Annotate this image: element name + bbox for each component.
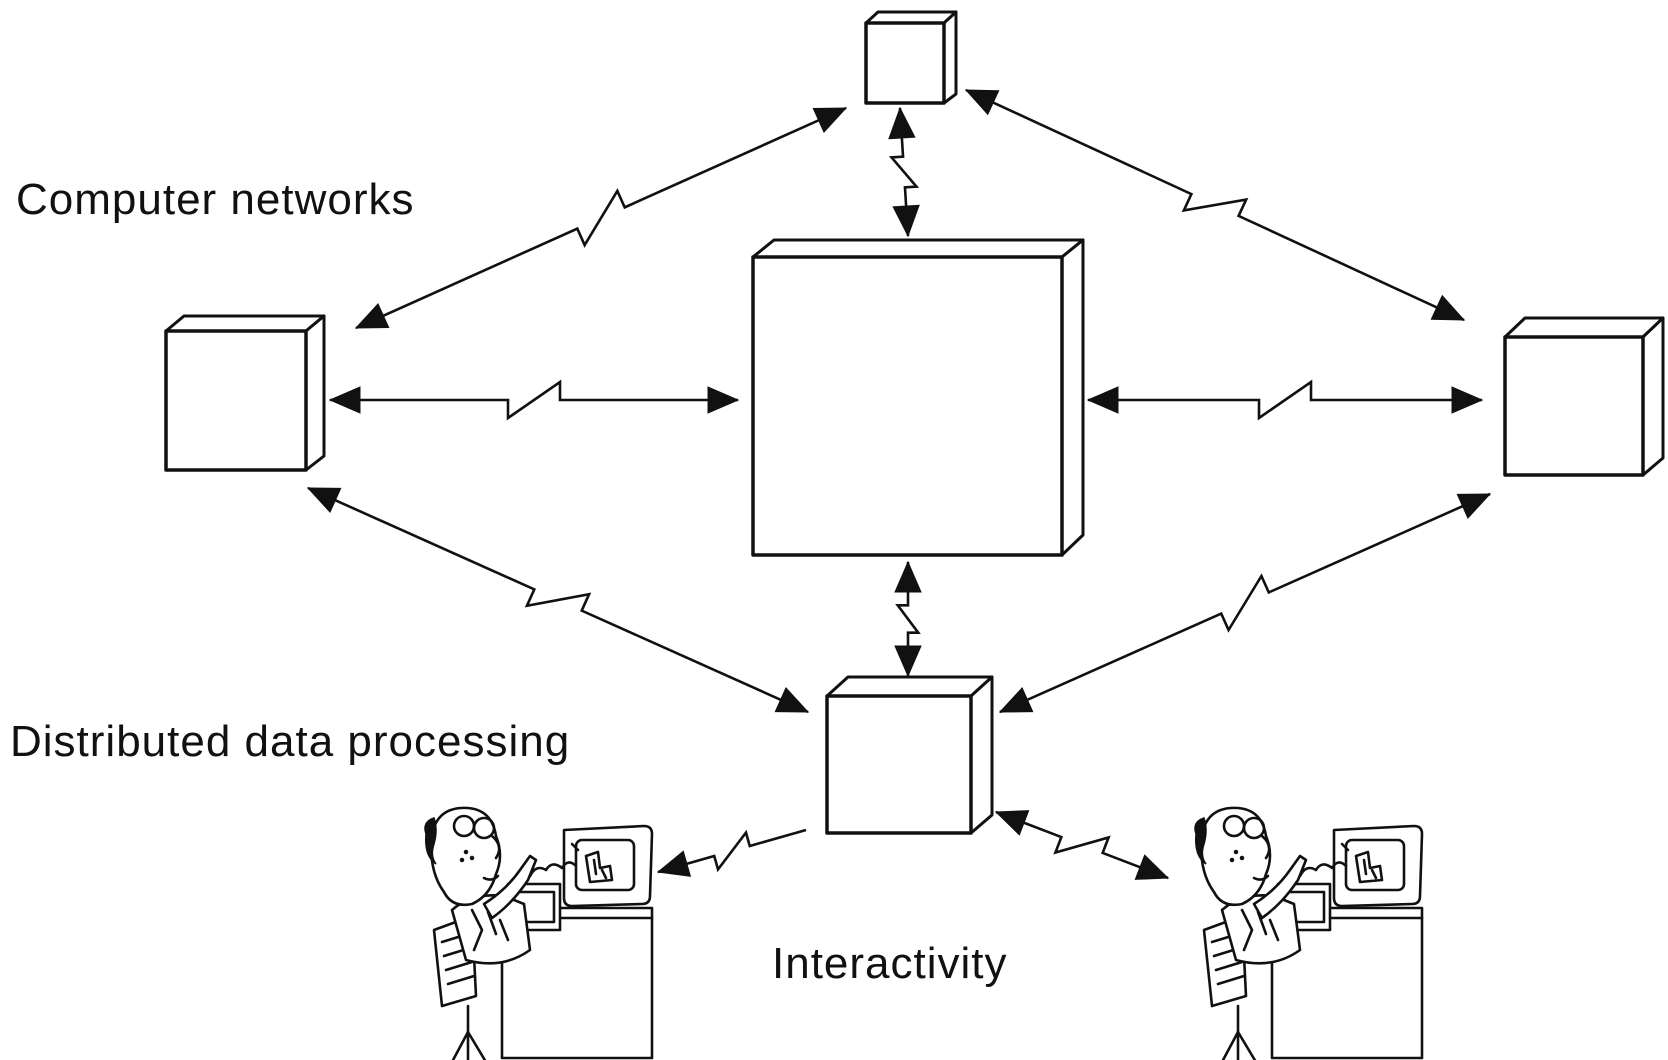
link-left-computer-to-bottom-computer	[306, 486, 810, 714]
link-left-computer-to-central-computer	[328, 379, 740, 421]
label-interactivity: Interactivity	[772, 939, 1008, 988]
link-central-computer-to-bottom-computer	[894, 560, 922, 678]
right-computer	[1503, 316, 1665, 477]
link-top-computer-to-right-computer	[964, 88, 1466, 322]
label-computer-networks: Computer networks	[16, 175, 415, 224]
link-central-computer-to-right-computer	[1086, 379, 1484, 421]
central-computer	[751, 238, 1085, 557]
user-left	[423, 806, 654, 1060]
link-bottom-computer-to-user-left	[656, 828, 807, 877]
link-top-computer-to-central-computer	[888, 106, 920, 238]
link-bottom-computer-to-user-right	[994, 810, 1170, 880]
left-computer	[164, 314, 326, 472]
label-distributed-data-processing: Distributed data processing	[10, 717, 571, 766]
link-top-computer-to-left-computer	[354, 106, 848, 330]
link-right-computer-to-bottom-computer	[998, 492, 1492, 714]
bottom-computer	[825, 675, 994, 835]
user-right	[1193, 806, 1424, 1060]
top-computer	[864, 10, 958, 105]
links-layer	[306, 88, 1492, 880]
